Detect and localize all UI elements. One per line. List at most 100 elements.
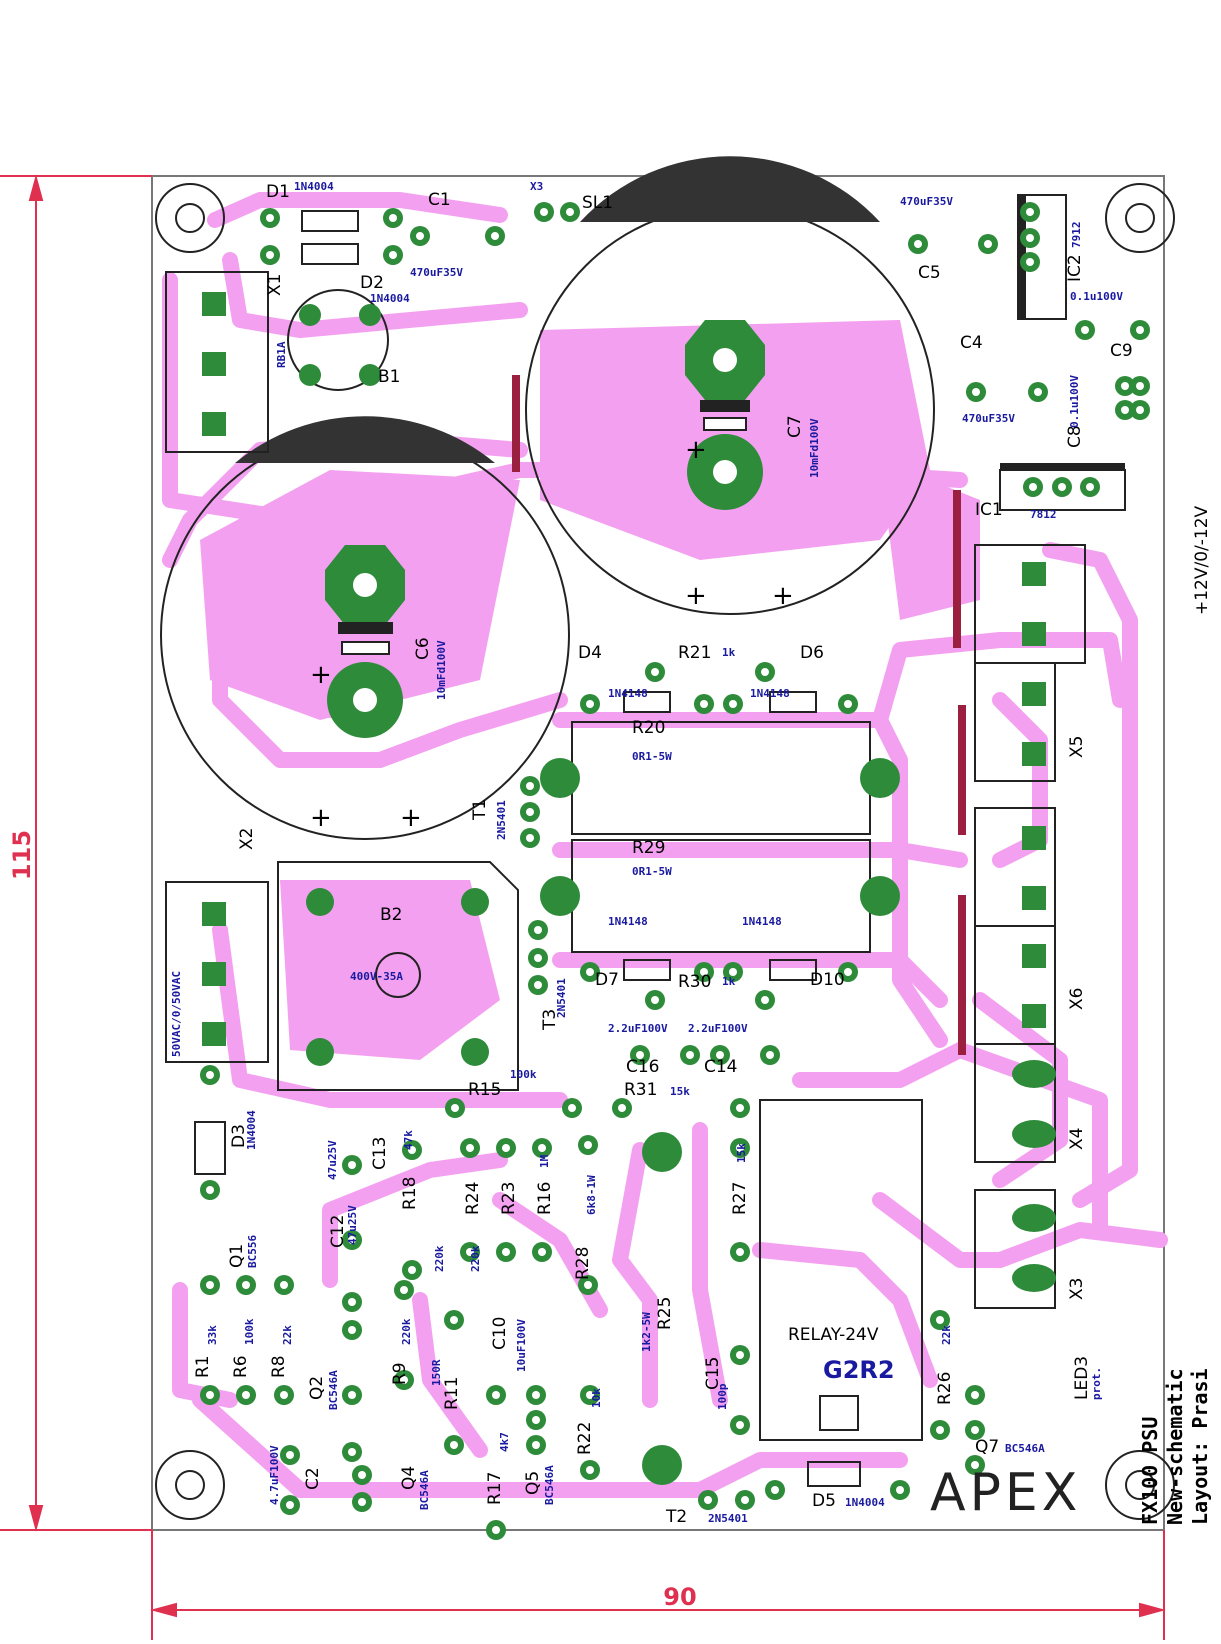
capacitor-c7: + + + <box>525 156 935 615</box>
ref-c4: C4 <box>960 333 983 353</box>
ref-r9: R9 <box>390 1362 410 1385</box>
ref-x6: X6 <box>1067 988 1087 1010</box>
pad-hole <box>651 996 659 1004</box>
output-voltage-label: +12V/0/-12V <box>1192 505 1212 615</box>
pad-hole <box>586 700 594 708</box>
value-d7: 1N4148 <box>608 915 648 928</box>
value-d6: 1N4148 <box>750 687 790 700</box>
ref-c9: C9 <box>1110 341 1133 361</box>
value-r1: 33k <box>206 1325 219 1345</box>
pad-hole <box>716 1051 724 1059</box>
pad-hole <box>286 1501 294 1509</box>
ref-t3: T3 <box>540 1009 560 1031</box>
pad-hole <box>206 1281 214 1289</box>
brand-logo: APEX <box>930 1463 1081 1523</box>
pad-hole <box>466 1144 474 1152</box>
board-layout-credit: Layout: Prasi <box>1188 1368 1212 1525</box>
value-c12: 47u25V <box>346 1205 359 1245</box>
pad-hole <box>526 808 534 816</box>
capacitor-c6: + + + <box>160 416 570 840</box>
value-q7: BC546A <box>1005 1442 1045 1455</box>
pad-hole <box>206 1391 214 1399</box>
pad-hole <box>532 1416 540 1424</box>
value-t2: 2N5401 <box>708 1512 748 1525</box>
ref-c7: C7 <box>785 415 805 438</box>
pad-hole <box>984 240 992 248</box>
value-c2: 4.7uF100V <box>268 1445 281 1505</box>
value-c5: 470uF35V <box>900 195 953 208</box>
pad-hole <box>348 1448 356 1456</box>
pad-hole <box>400 1376 408 1384</box>
pad-hole <box>389 214 397 222</box>
ref-c12: C12 <box>328 1214 348 1248</box>
pad-hole <box>896 1486 904 1494</box>
svg-text:+: + <box>685 435 707 465</box>
ref-r16: R16 <box>535 1182 555 1215</box>
value-r22: 10k <box>590 1388 603 1408</box>
pad-hole <box>492 1391 500 1399</box>
pad-hole <box>526 782 534 790</box>
ref-c13: C13 <box>370 1136 390 1170</box>
ref-r30: R30 <box>678 972 711 992</box>
ref-r15: R15 <box>468 1080 501 1100</box>
value-r11: 150R <box>430 1359 443 1386</box>
value-r26: 22k <box>940 1325 953 1345</box>
ref-r23: R23 <box>499 1182 519 1215</box>
pad-hole <box>741 1496 749 1504</box>
ref-r17: R17 <box>485 1472 505 1505</box>
ref-q1: Q1 <box>227 1244 247 1268</box>
pad-hole <box>389 251 397 259</box>
pad-hole <box>348 1236 356 1244</box>
pad-hole <box>242 1391 250 1399</box>
ref-d6: D6 <box>800 643 824 663</box>
value-c1: 470uF35V <box>410 266 463 279</box>
svg-text:+: + <box>685 581 707 611</box>
ref-q4: Q4 <box>399 1466 419 1490</box>
value-r21: 1k <box>722 646 736 659</box>
pad-hole <box>466 1248 474 1256</box>
pad-hole <box>1086 483 1094 491</box>
value-r30: 1k <box>722 975 736 988</box>
value-b2: 400V-35A <box>350 970 403 983</box>
pad-hole <box>206 1071 214 1079</box>
value-c10: 10uF100V <box>515 1319 528 1372</box>
ref-ic1: IC1 <box>975 500 1003 520</box>
ref-r22: R22 <box>575 1422 595 1455</box>
ref-c2: C2 <box>303 1467 323 1490</box>
relay-label: RELAY-24V <box>788 1325 879 1345</box>
pad-hole <box>736 1104 744 1112</box>
value-r18: 47k <box>402 1130 415 1150</box>
pad-hole <box>492 1526 500 1534</box>
pad-hole <box>584 1141 592 1149</box>
pad-hole <box>450 1316 458 1324</box>
pad-hole <box>400 1286 408 1294</box>
ref-b1: B1 <box>378 367 400 387</box>
pad-hole <box>408 1146 416 1154</box>
pad-hole <box>686 1051 694 1059</box>
value-t3: 2N5401 <box>555 978 568 1018</box>
pad-hole <box>266 251 274 259</box>
pad-hole <box>532 1441 540 1449</box>
value-sl1: X3 <box>530 180 543 193</box>
value-c9: 0.1u100V <box>1070 290 1123 303</box>
bridge-b2 <box>277 861 519 1091</box>
pad-hole <box>651 668 659 676</box>
pad-hole <box>1121 406 1129 414</box>
value-r24: 220k <box>433 1245 446 1272</box>
pad-hole <box>348 1326 356 1334</box>
svg-text:+: + <box>400 803 422 833</box>
pad-hole <box>451 1104 459 1112</box>
pad-hole <box>766 1051 774 1059</box>
ref-led3: LED3 <box>1072 1356 1092 1400</box>
value-r8: 22k <box>281 1325 294 1345</box>
dimension-width-label: 90 <box>663 1583 696 1611</box>
ref-r6: R6 <box>231 1355 251 1378</box>
pad-hole <box>358 1498 366 1506</box>
dimension-width <box>150 1530 1166 1640</box>
component-pads <box>200 202 1150 1540</box>
pad-hole <box>971 1426 979 1434</box>
value-r25: 1k2-5W <box>640 1312 653 1352</box>
ref-c5: C5 <box>918 263 941 283</box>
value-ic2: 7912 <box>1070 222 1083 249</box>
